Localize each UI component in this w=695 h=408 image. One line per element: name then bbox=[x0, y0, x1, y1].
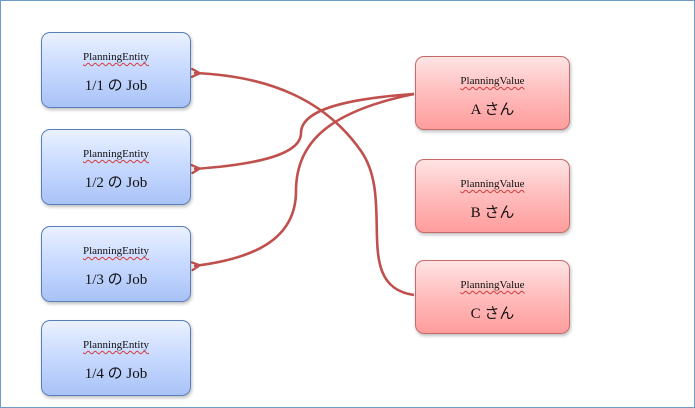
entity-kind-label: PlanningEntity bbox=[83, 51, 149, 63]
entity-kind-label: PlanningEntity bbox=[83, 245, 149, 257]
planning-value-a: PlanningValue A さん bbox=[415, 56, 570, 130]
planning-entity-1-3: PlanningEntity 1/3 の Job bbox=[41, 226, 191, 302]
planning-value-b: PlanningValue B さん bbox=[415, 159, 570, 233]
entity-kind-label: PlanningEntity bbox=[83, 148, 149, 160]
arrow-a-to-1-3 bbox=[194, 92, 415, 266]
arrow-a-to-1-2 bbox=[194, 92, 415, 169]
value-kind-label: PlanningValue bbox=[460, 178, 525, 190]
arrow-c-to-1-1 bbox=[194, 73, 415, 297]
entity-job-label: 1/3 の Job bbox=[84, 272, 148, 288]
planning-value-c: PlanningValue C さん bbox=[415, 260, 570, 334]
planning-entity-1-1: PlanningEntity 1/1 の Job bbox=[41, 32, 191, 108]
entity-job-label: 1/4 の Job bbox=[84, 366, 148, 382]
planning-entity-1-4: PlanningEntity 1/4 の Job bbox=[41, 320, 191, 396]
value-kind-label: PlanningValue bbox=[460, 75, 525, 87]
value-person-label: A さん bbox=[470, 102, 515, 118]
planning-entity-1-2: PlanningEntity 1/2 の Job bbox=[41, 129, 191, 205]
value-person-label: C さん bbox=[470, 306, 515, 322]
value-person-label: B さん bbox=[470, 205, 515, 221]
entity-job-label: 1/2 の Job bbox=[84, 175, 148, 191]
entity-job-label: 1/1 の Job bbox=[84, 78, 148, 94]
value-kind-label: PlanningValue bbox=[460, 279, 525, 291]
entity-kind-label: PlanningEntity bbox=[83, 339, 149, 351]
